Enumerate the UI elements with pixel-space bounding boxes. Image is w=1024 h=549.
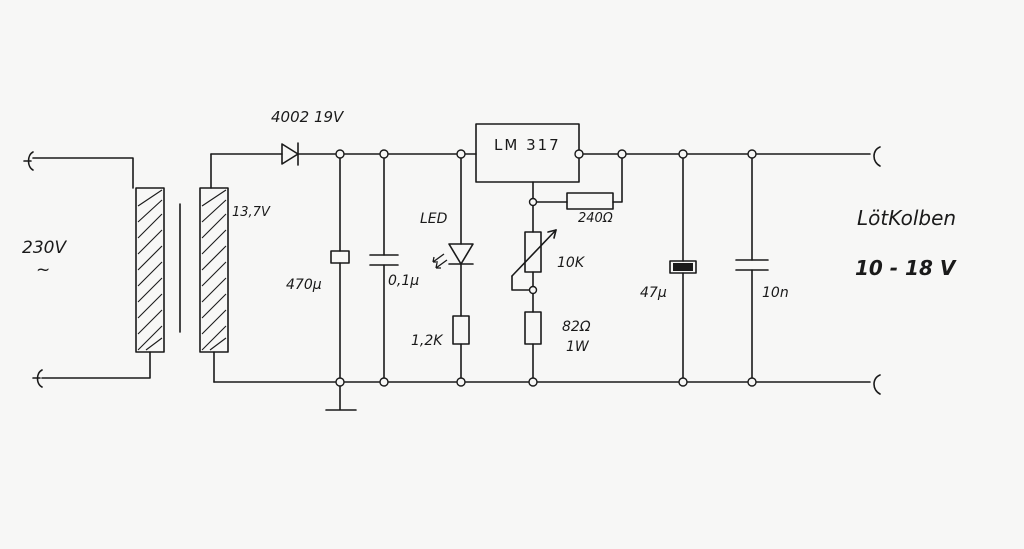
transformer-secondary-winding	[199, 153, 229, 383]
led-resistor-label: 1,2K	[411, 333, 443, 349]
led-branch	[432, 153, 474, 383]
power-resistor-label: 82Ω	[562, 319, 591, 335]
adjust-potentiometer	[511, 201, 557, 313]
diode-label: 4002 19V	[271, 108, 344, 126]
power-resistor	[524, 311, 542, 383]
power-resistor-rating: 1W	[566, 339, 589, 355]
filter-capacitor-label: 470µ	[286, 277, 322, 293]
filter-capacitor	[325, 153, 357, 411]
transformer-primary-winding	[135, 187, 165, 353]
mains-ac-symbol: ~	[36, 260, 51, 280]
output-electrolytic-capacitor	[669, 153, 697, 383]
secondary-voltage-label: 13,7V	[232, 205, 270, 220]
feedback-resistor	[532, 153, 623, 210]
device-title: LötKolben	[857, 206, 957, 230]
led-label: LED	[420, 211, 448, 227]
output-ceramic-capacitor	[735, 153, 769, 383]
mains-voltage-label: 230V	[22, 238, 67, 258]
feedback-resistor-label: 240Ω	[578, 211, 613, 226]
output-electrolytic-label: 47µ	[640, 285, 667, 301]
output-ceramic-label: 10n	[762, 285, 789, 301]
potentiometer-label: 10K	[557, 255, 584, 271]
junction-nodes	[335, 149, 757, 387]
mains-terminals	[23, 151, 151, 388]
output-terminals	[873, 146, 881, 395]
decoupling-capacitor	[369, 153, 399, 383]
rectifier-diode	[281, 142, 299, 166]
regulator-label: LM 317	[494, 136, 561, 154]
output-range-label: 10 - 18 V	[855, 256, 956, 280]
decoupling-capacitor-label: 0,1µ	[388, 273, 420, 289]
